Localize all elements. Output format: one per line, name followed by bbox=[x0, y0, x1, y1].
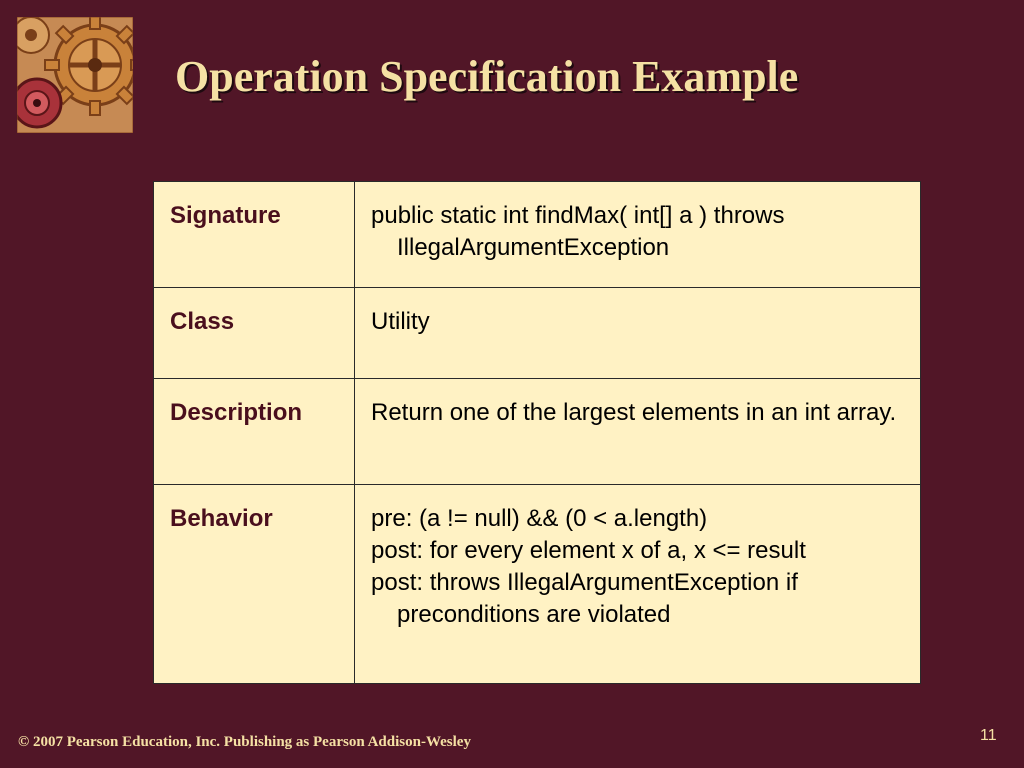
table-row-class: Class Utility bbox=[153, 287, 921, 379]
row-value: Utility bbox=[354, 287, 921, 379]
specification-table: Signature public static int findMax( int… bbox=[153, 181, 921, 684]
page-number: 11 bbox=[980, 727, 997, 744]
row-label: Class bbox=[153, 287, 355, 379]
table-row-signature: Signature public static int findMax( int… bbox=[153, 181, 921, 288]
row-value: public static int findMax( int[] a ) thr… bbox=[354, 181, 921, 288]
behavior-line: post: for every element x of a, x <= res… bbox=[371, 537, 806, 564]
copyright-footer: © 2007 Pearson Education, Inc. Publishin… bbox=[18, 734, 471, 750]
row-value: Return one of the largest elements in an… bbox=[354, 378, 921, 485]
description-text: Return one of the largest elements in an… bbox=[371, 399, 897, 426]
row-label: Signature bbox=[153, 181, 355, 288]
signature-text: public static int findMax( int[] a ) thr… bbox=[371, 202, 785, 261]
table-row-description: Description Return one of the largest el… bbox=[153, 378, 921, 485]
row-label: Description bbox=[153, 378, 355, 485]
behavior-line: post: throws IllegalArgumentException if… bbox=[371, 569, 798, 628]
table-row-behavior: Behavior pre: (a != null) && (0 < a.leng… bbox=[153, 484, 921, 684]
slide-title: Operation Specification Example bbox=[175, 52, 799, 101]
row-label: Behavior bbox=[153, 484, 355, 684]
gears-logo-icon bbox=[17, 17, 133, 133]
class-text: Utility bbox=[371, 308, 430, 335]
row-value: pre: (a != null) && (0 < a.length) post:… bbox=[354, 484, 921, 684]
behavior-line: pre: (a != null) && (0 < a.length) bbox=[371, 505, 708, 532]
